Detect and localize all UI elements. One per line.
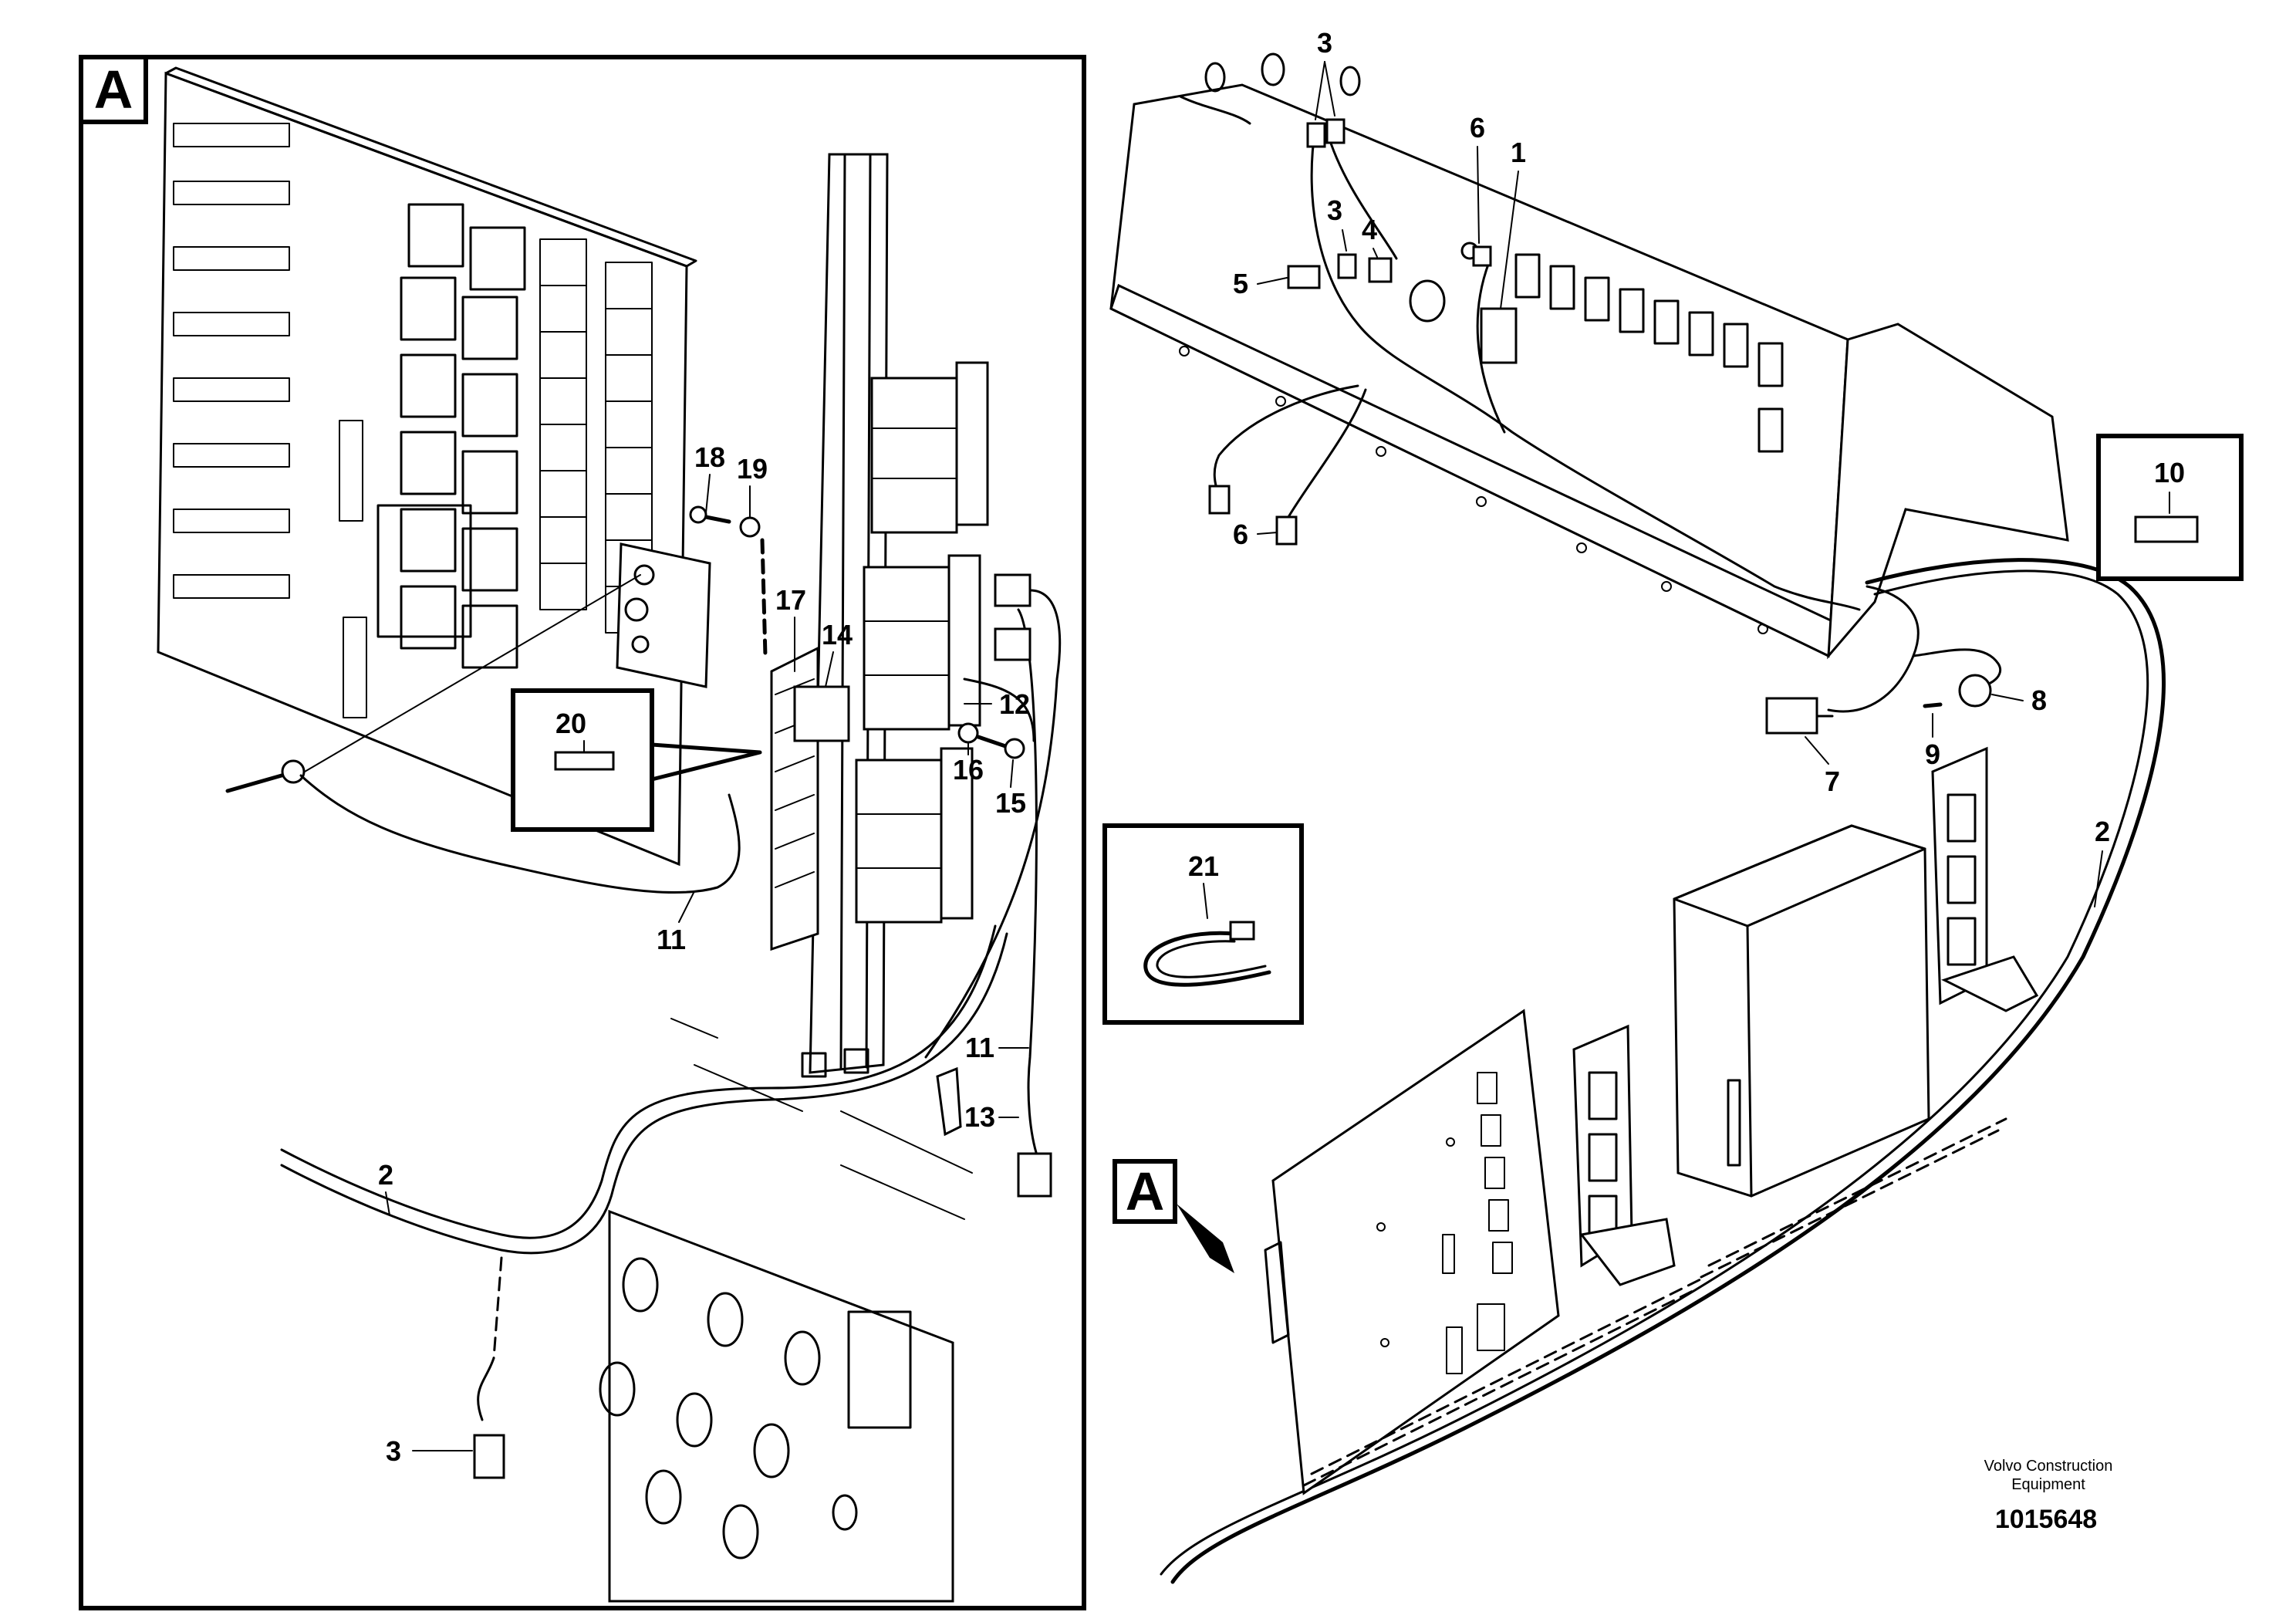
part-10	[2134, 515, 2199, 543]
panel-harness-c	[1476, 261, 1506, 434]
rail-relay-modules	[855, 361, 989, 924]
dashed-route-a	[1310, 1276, 1707, 1475]
relay-14	[793, 685, 850, 742]
callout-2-left: 2	[378, 1159, 393, 1191]
manufacturer-line-1: Volvo Construction	[1984, 1458, 2113, 1475]
dashed-route-d	[1700, 1129, 2000, 1279]
clip-bracket	[936, 1066, 962, 1137]
callout-4: 4	[1362, 214, 1377, 245]
mounting-bracket-middle	[1572, 1024, 1676, 1286]
harness-branch-6b	[1287, 388, 1367, 519]
cable-2-detail-b	[280, 932, 1008, 1255]
detail-ghost-lines	[670, 1018, 973, 1220]
connector-3-top-a	[1306, 122, 1326, 148]
document-number: 1015648	[1995, 1505, 2097, 1534]
harness-connector-lower	[994, 627, 1032, 661]
harness-to-8	[1912, 648, 2001, 688]
connector-6-b	[1275, 515, 1298, 546]
connector-3-mid	[1337, 253, 1357, 279]
manufacturer-line-2: Equipment	[2011, 1476, 2085, 1493]
callout-11-left: 11	[657, 924, 686, 955]
main-callouts: 3 6 1 3 4 5 6 7 8 9 2	[1233, 27, 2110, 907]
panel-harness	[1310, 126, 1861, 611]
connector-3-top-b	[1325, 118, 1346, 144]
pin-9	[1923, 702, 1943, 708]
cable-11-ground	[299, 774, 741, 894]
callout-9: 9	[1925, 738, 1940, 770]
callout-11-right: 11	[965, 1032, 994, 1063]
cable-end-3	[477, 1357, 495, 1421]
callout-18: 18	[694, 441, 725, 473]
connector-5	[1287, 265, 1321, 289]
circuit-board-detail	[157, 66, 711, 867]
harness-connector-upper	[994, 573, 1032, 607]
inset-20-pointer	[650, 742, 762, 782]
cable-2-detail	[280, 924, 997, 1239]
circuit-board-main	[1264, 1009, 1560, 1495]
callout-5: 5	[1233, 268, 1248, 299]
callout-15: 15	[995, 787, 1026, 819]
ground-screw	[225, 759, 306, 793]
screw-15	[976, 735, 1025, 759]
callout-19: 19	[737, 453, 768, 485]
dashed-route-c	[1707, 1117, 2007, 1267]
cable-tie-21-b	[1156, 940, 1267, 978]
callout-6-bottom: 6	[1233, 519, 1248, 550]
inset-box-21	[1102, 823, 1304, 1025]
view-a-marker-box	[1113, 1159, 1177, 1224]
callout-17: 17	[775, 584, 806, 616]
detail-label-box	[79, 55, 148, 124]
view-a-arrow	[1177, 1204, 1234, 1273]
cover-panel	[599, 1209, 954, 1603]
callout-7: 7	[1825, 765, 1840, 797]
mounting-bracket-right	[1931, 746, 2039, 1012]
connector-8	[1958, 674, 1992, 708]
connector-6-top	[1472, 245, 1492, 267]
callout-8: 8	[2031, 684, 2047, 716]
dashed-route-b	[1302, 1287, 1699, 1487]
connector-7	[1765, 697, 1834, 735]
connector-6-a	[1208, 485, 1231, 515]
connector-13	[1017, 1152, 1052, 1198]
ecu-module	[1673, 824, 1930, 1198]
harness-branch-lower	[963, 678, 1035, 742]
callout-10: 10	[2154, 457, 2185, 488]
callout-14: 14	[822, 619, 853, 650]
cable-break-mark	[492, 1256, 503, 1360]
washer-16	[957, 722, 979, 744]
inset-box-20	[511, 688, 654, 832]
detail-callouts: 20 18 19 17 14 12 16 15 11 11 13 2 3	[378, 441, 1030, 1467]
detail-frame-a	[79, 55, 1086, 1610]
callout-21: 21	[1188, 850, 1219, 882]
callout-2-right: 2	[2095, 816, 2110, 847]
callout-20: 20	[555, 708, 586, 739]
callout-16: 16	[953, 754, 984, 786]
callout-6-top: 6	[1470, 112, 1485, 144]
cable-tie-21	[1143, 931, 1271, 987]
screw-18	[689, 505, 731, 524]
callout-1: 1	[1511, 137, 1526, 168]
detail-label-a: A	[94, 59, 133, 120]
washer-19	[739, 516, 761, 538]
callout-12: 12	[999, 688, 1030, 720]
callout-13: 13	[964, 1101, 995, 1133]
callout-3-mid: 3	[1327, 194, 1342, 226]
dashed-link-19	[760, 538, 768, 658]
callout-3-left: 3	[386, 1435, 401, 1467]
view-a-marker: A	[1126, 1161, 1165, 1222]
harness-branch-6a	[1213, 384, 1359, 495]
ground-leader	[304, 574, 641, 772]
instrument-panel	[1109, 52, 2069, 660]
connector-4	[1368, 257, 1393, 283]
callout-3-top: 3	[1317, 27, 1332, 59]
cable-2-main-b	[1160, 569, 2149, 1576]
panel-harness-b	[1325, 130, 1398, 260]
fuse-20	[554, 751, 615, 771]
cable-tie-head	[1229, 921, 1255, 941]
connector-3-left	[473, 1434, 505, 1479]
